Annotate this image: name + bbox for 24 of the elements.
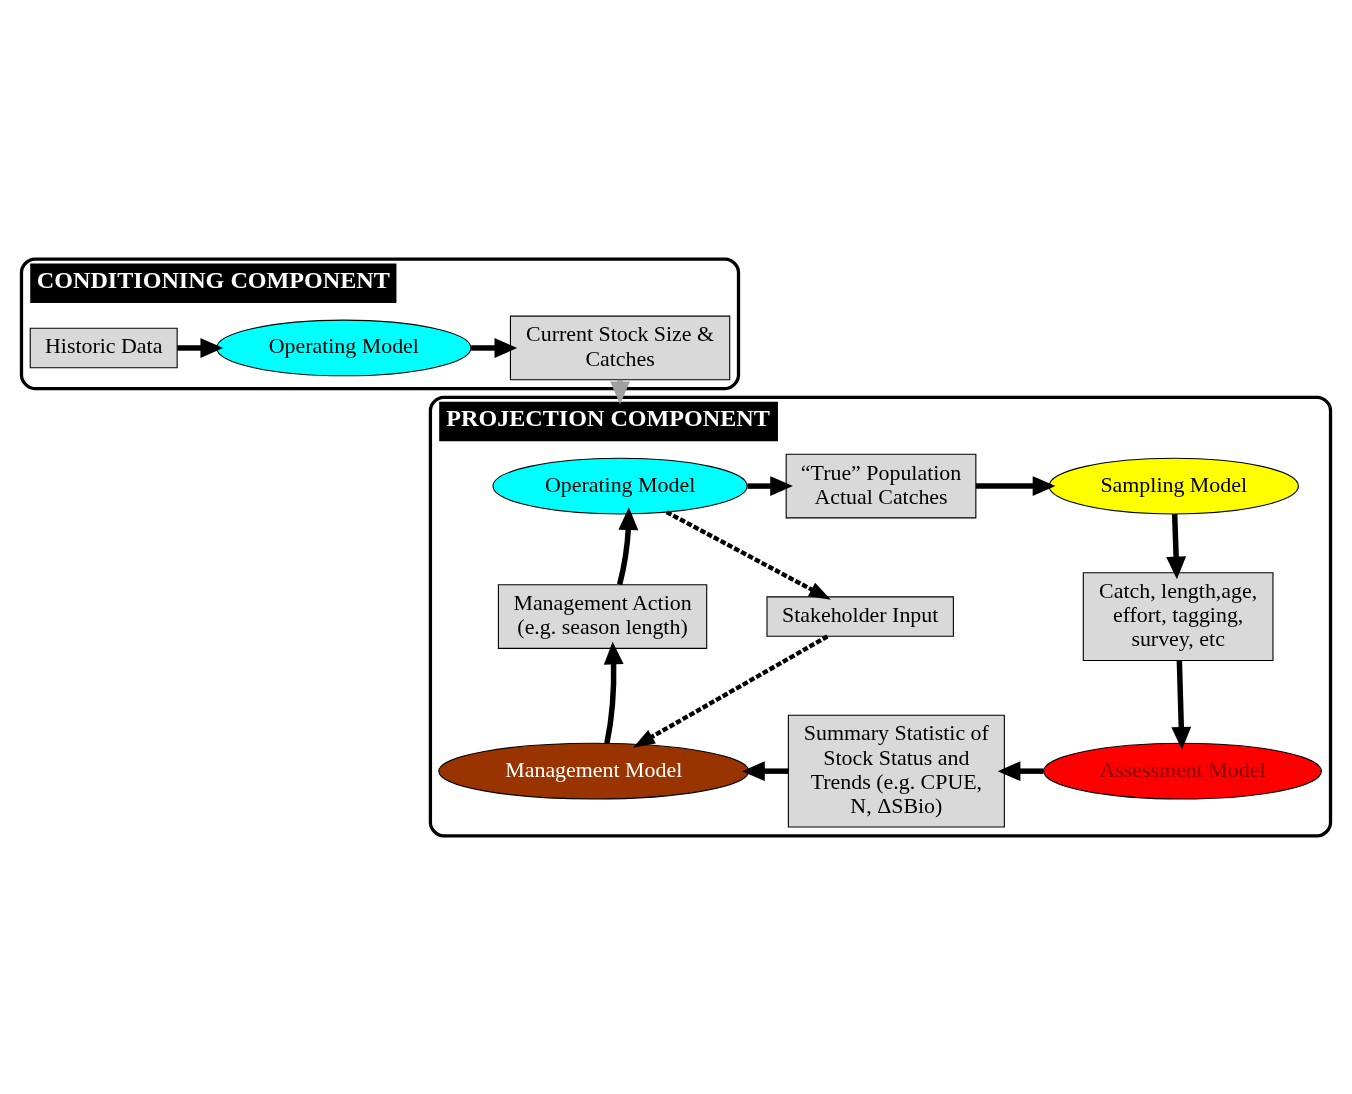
node-box: Current Stock Size & Catches (509, 315, 731, 380)
node-box: Stakeholder Input (766, 595, 954, 637)
node-box: Summary Statistic of Stock Status and Trends (e.g. CPUE, N, ΔSBio) (787, 714, 1005, 828)
arrow (665, 509, 831, 600)
arrow (617, 506, 639, 585)
node-box: Historic Data (29, 327, 178, 368)
arrow (975, 475, 1056, 496)
arrow (603, 641, 624, 744)
node-ellipse: Management Model (438, 742, 750, 800)
node-box: Management Action (e.g. season length) (497, 583, 708, 649)
arrow (997, 760, 1044, 781)
arrow (177, 337, 224, 358)
node-ellipse: Operating Model (216, 319, 472, 376)
arrow (1166, 513, 1187, 579)
arrow (632, 633, 829, 748)
arrow (742, 760, 789, 781)
arrow (747, 475, 793, 496)
node-box: Catch, length,age, effort, tagging, survey, etc (1082, 571, 1274, 661)
arrow (1171, 659, 1192, 750)
node-ellipse: Assessment Model (1043, 742, 1322, 800)
node-ellipse: Operating Model (492, 457, 748, 514)
node-ellipse: Sampling Model (1048, 457, 1299, 514)
arrow (471, 337, 518, 358)
node-box: “True” Population Actual Catches (785, 453, 977, 518)
